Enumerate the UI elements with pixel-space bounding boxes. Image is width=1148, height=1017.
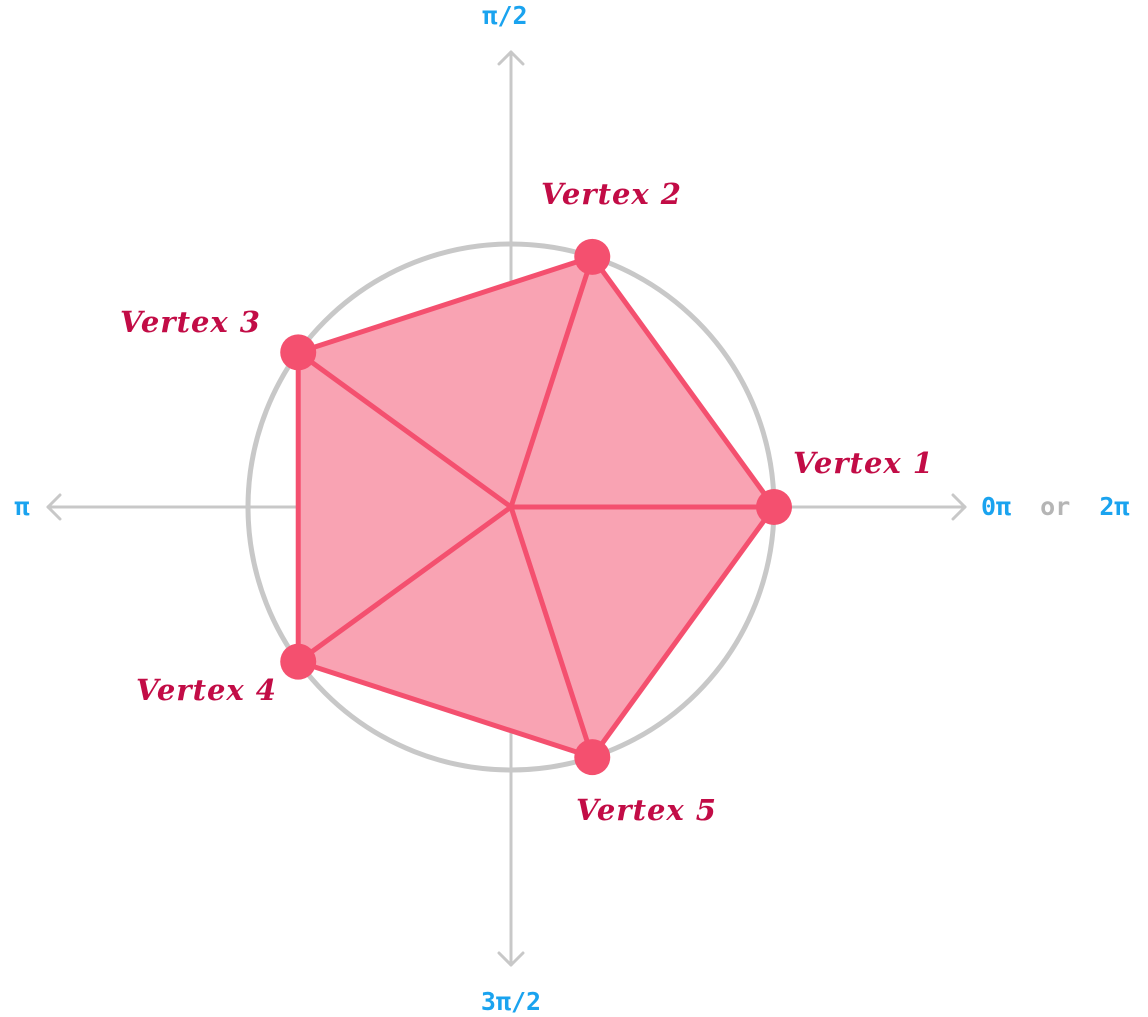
- spoke-4: [295, 504, 514, 665]
- vertex-dot-4: [280, 643, 317, 680]
- vertex-label-3: Vertex 3: [120, 305, 261, 339]
- vertex-dot-5: [574, 739, 611, 776]
- arrow-down-icon: [497, 951, 525, 967]
- spoke-5: [508, 504, 595, 760]
- pentagon: [295, 254, 777, 760]
- arrow-left-icon: [46, 493, 62, 521]
- spoke-3: [295, 349, 514, 510]
- arrow-up-icon: [497, 50, 525, 66]
- arrow-right-icon: [951, 493, 967, 521]
- axis-label-left: π: [14, 492, 29, 521]
- axis-label-bottom: 3π/2: [481, 987, 541, 1016]
- vertex-dot-1: [756, 489, 792, 525]
- vertex-label-2: Vertex 2: [541, 177, 682, 211]
- vertex-dot-2: [574, 238, 611, 275]
- vertex-dots: [280, 238, 792, 776]
- axis-label-right-two: 2π: [1099, 492, 1129, 521]
- vertex-dot-3: [280, 334, 317, 371]
- axis-label-right-or: or: [1040, 492, 1070, 521]
- vertex-label-5: Vertex 5: [576, 793, 717, 827]
- axis-label-right: 0π or 2π: [981, 492, 1129, 521]
- vertex-label-1: Vertex 1: [793, 446, 934, 480]
- axis-label-right-zero: 0π: [981, 492, 1011, 521]
- spoke-2: [508, 254, 595, 510]
- axis-label-top: π/2: [482, 1, 527, 30]
- vertex-label-4: Vertex 4: [136, 673, 277, 707]
